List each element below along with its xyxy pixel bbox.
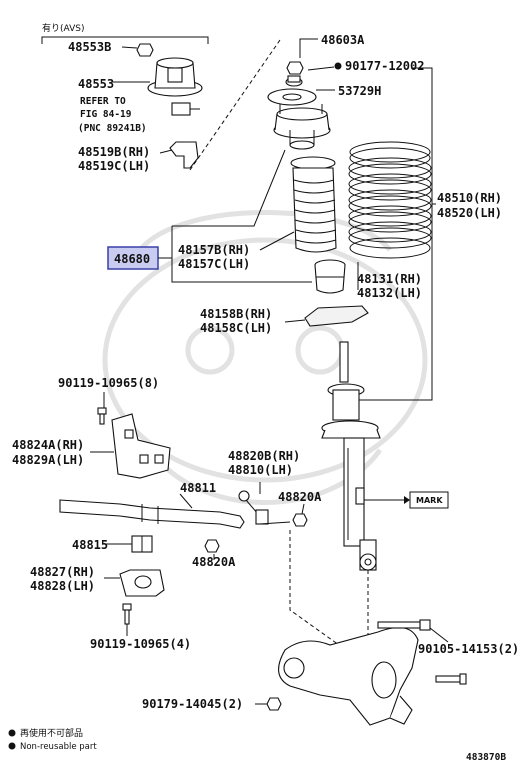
label-48829a: 48829A(LH)	[12, 453, 84, 467]
part-48827[interactable]	[119, 569, 165, 597]
label-90119-lower: 90119-10965(4)	[90, 637, 191, 651]
non-reusable-dot-90177	[334, 62, 342, 70]
label-48827: 48827(RH)	[30, 565, 95, 579]
part-48510-coil-spring[interactable]	[348, 141, 432, 259]
part-shock-absorber[interactable]	[321, 341, 381, 571]
part-48824a[interactable]	[111, 413, 171, 479]
part-48820a-right[interactable]	[292, 513, 308, 527]
label-refer-1: REFER TO	[80, 96, 126, 107]
label-53729h: 53729H	[338, 84, 381, 98]
label-48820b: 48820B(RH)	[228, 449, 300, 463]
label-48158c: 48158C(LH)	[200, 321, 272, 335]
part-48157[interactable]	[290, 156, 337, 253]
label-48828: 48828(LH)	[30, 579, 95, 593]
mark-arrow-icon	[404, 496, 410, 504]
part-48553b[interactable]	[136, 43, 154, 57]
part-90119-lower[interactable]	[122, 603, 132, 625]
label-48824a: 48824A(RH)	[12, 438, 84, 452]
label-48680: 48680	[114, 252, 150, 266]
legend: 再使用不可部品 Non-reusable part	[8, 727, 97, 752]
label-90177: 90177-12002	[345, 59, 424, 73]
figure-id: 483870B	[466, 752, 506, 763]
mark-box	[409, 491, 449, 509]
part-90177[interactable]	[285, 75, 303, 87]
label-48553b: 48553B	[68, 40, 111, 54]
part-upper-mount[interactable]	[273, 104, 331, 150]
part-48158[interactable]	[304, 305, 369, 327]
label-48810: 48810(LH)	[228, 463, 293, 477]
label-48157b: 48157B(RH)	[178, 243, 250, 257]
part-48820a-lower[interactable]	[204, 539, 220, 553]
label-48603a: 48603A	[321, 33, 365, 47]
legend-jp: 再使用不可部品	[20, 727, 83, 739]
label-48158b: 48158B(RH)	[200, 307, 272, 321]
part-48820b-link[interactable]	[238, 482, 291, 525]
part-48811-stabilizer-bar[interactable]	[59, 499, 245, 529]
label-48820a-right: 48820A	[278, 490, 322, 504]
label-90105: 90105-14153(2)	[418, 642, 519, 656]
part-sensor[interactable]	[171, 102, 200, 116]
label-48553: 48553	[78, 77, 114, 91]
label-90179: 90179-14045(2)	[142, 697, 243, 711]
label-48520: 48520(LH)	[437, 206, 502, 220]
label-48132: 48132(LH)	[357, 286, 422, 300]
label-48519b: 48519B(RH)	[78, 145, 150, 159]
avs-group: 有り(AVS)	[41, 22, 209, 44]
part-48603a[interactable]	[286, 61, 304, 75]
label-48820a-lower: 48820A	[192, 555, 236, 569]
label-48519c: 48519C(LH)	[78, 159, 150, 173]
label-90119-upper: 90119-10965(8)	[58, 376, 159, 390]
label-48811: 48811	[180, 481, 216, 495]
part-90179-nut-right[interactable]	[435, 673, 467, 685]
label-refer-2: FIG 84-19	[80, 109, 132, 120]
part-90105-bolt[interactable]	[377, 619, 431, 631]
part-lower-knuckle[interactable]	[278, 626, 419, 726]
part-48131[interactable]	[314, 259, 346, 294]
legend-dot-icon-2	[8, 742, 16, 750]
part-48519[interactable]	[169, 141, 199, 169]
legend-dot-icon	[8, 729, 16, 737]
label-48815: 48815	[72, 538, 108, 552]
legend-en: Non-reusable part	[20, 742, 97, 752]
avs-note: 有り(AVS)	[42, 22, 84, 34]
label-48510: 48510(RH)	[437, 191, 502, 205]
label-mark: MARK	[416, 496, 443, 505]
label-refer-3: (PNC 89241B)	[78, 123, 147, 134]
label-48131: 48131(RH)	[357, 272, 422, 286]
part-48553[interactable]	[147, 57, 203, 97]
part-90119-upper[interactable]	[97, 407, 107, 425]
part-48815-bushing[interactable]	[131, 535, 153, 553]
part-53729h[interactable]	[267, 88, 317, 106]
part-90179-nut-left[interactable]	[266, 697, 282, 711]
label-48157c: 48157C(LH)	[178, 257, 250, 271]
